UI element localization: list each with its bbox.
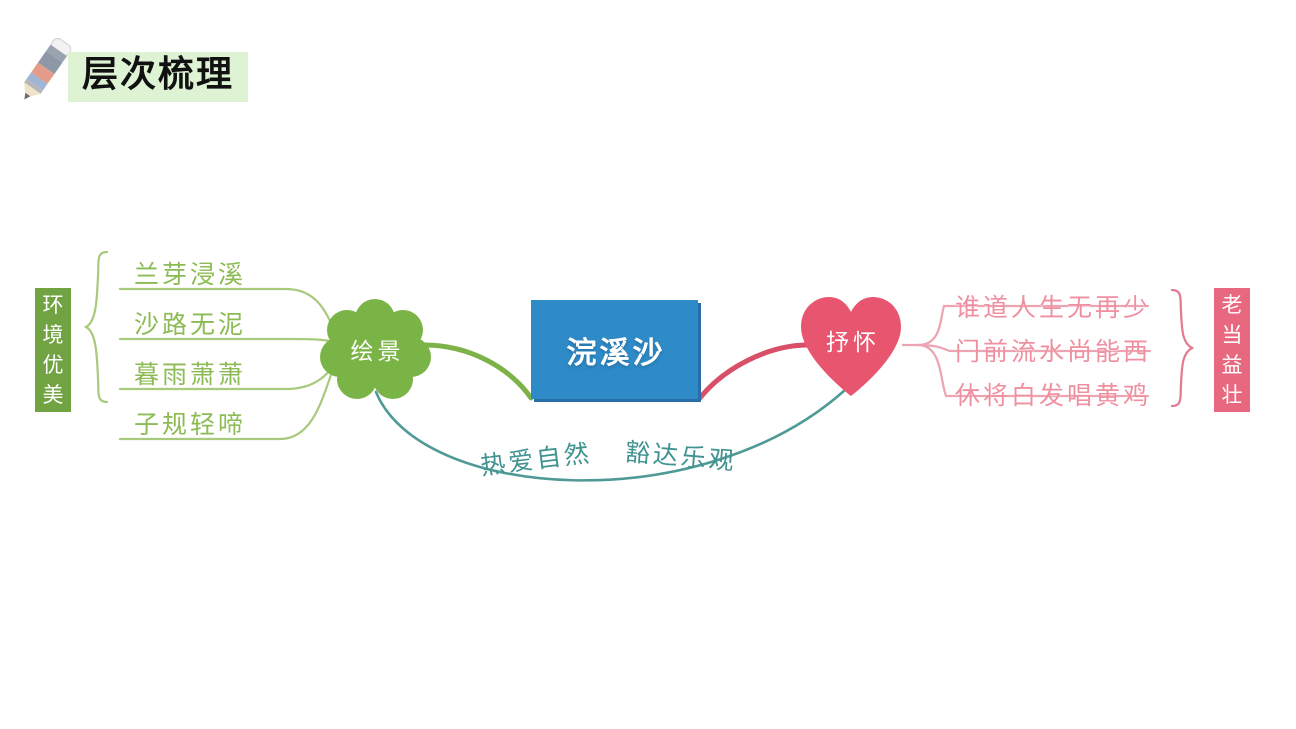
left-item-text: 子规轻啼 [134,412,247,439]
right-item-text: 门前流水尚能西 [955,339,1152,366]
center-title-box: 浣溪沙 [531,300,698,399]
left-theme-label: 环 境 优 美 [35,288,71,412]
center-to-heart-connector [697,342,811,401]
left-item-text: 兰芽浸溪 [134,262,247,289]
left-label-char-1: 环 [42,293,64,317]
center-title-text: 浣溪沙 [566,335,666,371]
left-label-char-4: 美 [42,383,64,407]
left-brace-icon [83,250,109,404]
right-brace-icon [1170,288,1195,408]
cloud-to-center-connector [421,342,534,401]
right-label-char-4: 壮 [1221,383,1243,407]
left-label-char-3: 优 [42,353,64,377]
heart-node-shape [801,297,901,396]
right-label-char-2: 当 [1221,323,1243,347]
right-label-char-1: 老 [1221,293,1243,317]
cloud-node-shape [320,299,431,399]
left-branch-line-4 [118,370,334,441]
page-title: 层次梳理 [82,54,235,95]
slide-title-group: 层次梳理 [0,18,300,102]
title-highlight: 层次梳理 [68,52,249,102]
right-branch-line-3 [916,343,1150,398]
right-item-text: 休将白发唱黄鸡 [955,383,1152,410]
left-label-char-2: 境 [42,323,64,347]
bottom-arc-line [374,388,847,482]
right-label-char-3: 益 [1221,353,1243,377]
right-item-text: 谁道人生无再少 [955,295,1152,322]
left-item-text: 沙路无泥 [134,312,247,339]
left-item-text: 暮雨萧萧 [134,362,247,389]
right-branch-line-1 [916,304,1150,347]
pencil-icon [24,37,72,100]
right-theme-label: 老 当 益 壮 [1214,288,1250,412]
